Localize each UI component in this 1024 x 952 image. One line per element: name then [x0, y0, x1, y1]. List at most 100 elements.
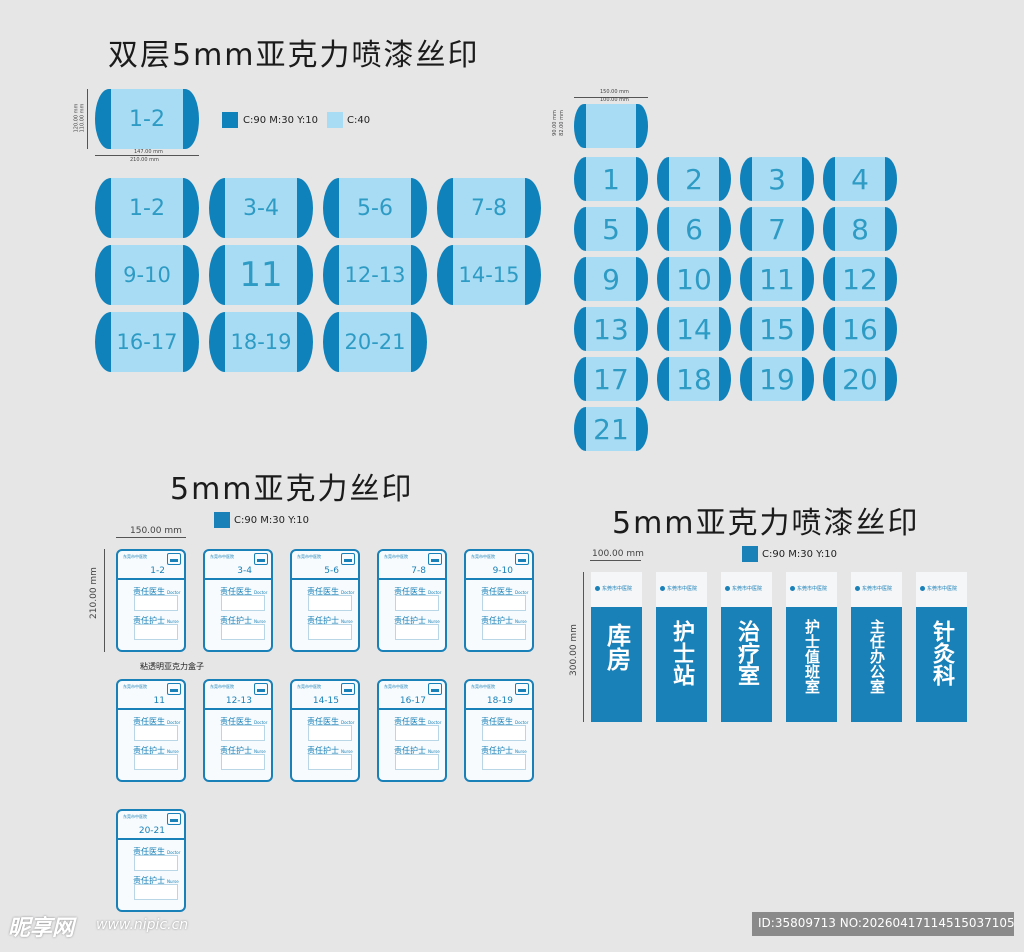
doctor-label: 责任医生 [481, 587, 513, 596]
sign-label: 16 [835, 307, 885, 351]
nurse-name-field [221, 624, 265, 640]
doctor-name-field [395, 595, 439, 611]
swatch-dark-blue [222, 112, 238, 128]
department-sign-1: 东莞市中医院库房 [591, 572, 642, 722]
nurse-label-en: Nurse [254, 749, 266, 754]
bed-number: 3-4 [237, 566, 252, 576]
number-sign-5: 5 [574, 207, 648, 251]
doctor-name-field [134, 855, 178, 871]
nurse-label-en: Nurse [515, 619, 527, 624]
nurse-name-field [134, 884, 178, 900]
number-sign-20: 20 [823, 357, 897, 401]
number-sign-4: 4 [823, 157, 897, 201]
dimension-small-inner-width: 100.00 mm [600, 97, 629, 103]
divider [379, 708, 445, 710]
doctor-label: 责任医生 [394, 717, 426, 726]
sign-label: 20-21 [339, 312, 411, 372]
doctor-name-field [221, 725, 265, 741]
number-sign-17: 17 [574, 357, 648, 401]
department-name: 主任办公室 [868, 619, 886, 694]
bed-icon [167, 553, 181, 565]
bed-number: 5-6 [324, 566, 339, 576]
sign-label: 12-13 [339, 245, 411, 305]
doctor-label-en: Doctor [515, 590, 529, 595]
room-sign-20-21: 20-21 [323, 312, 427, 372]
nurse-label: 责任护士 [307, 616, 339, 625]
nurse-label-en: Nurse [167, 879, 179, 884]
watermark-id-bar [752, 912, 1014, 936]
doctor-label: 责任医生 [220, 717, 252, 726]
doctor-label-en: Doctor [428, 590, 442, 595]
nurse-name-field [134, 754, 178, 770]
sign-label: 7-8 [453, 178, 525, 238]
nurse-name-field [221, 754, 265, 770]
hospital-logo: 东莞市中医院 [920, 585, 957, 592]
doctor-label-en: Doctor [254, 590, 268, 595]
doctor-name-field [221, 595, 265, 611]
doctor-label: 责任医生 [133, 717, 165, 726]
room-sign-1-2: 1-2 [95, 178, 199, 238]
department-name: 护士值班室 [803, 619, 821, 694]
vsign-height-dimension: 300.00 mm [568, 624, 579, 676]
nurse-label-en: Nurse [428, 749, 440, 754]
divider [118, 838, 184, 840]
dimension-line [104, 549, 105, 652]
dimension-small-total-width: 150.00 mm [600, 89, 629, 95]
swatch-light-blue [327, 112, 343, 128]
bed-icon [254, 553, 268, 565]
doctor-name-field [482, 725, 526, 741]
room-sign-9-10: 9-10 [95, 245, 199, 305]
room-sign-14-15: 14-15 [437, 245, 541, 305]
department-name: 库房 [602, 623, 631, 671]
hospital-name: 东莞市中医院 [384, 684, 408, 689]
department-name: 治疗室 [734, 620, 759, 686]
sign-label: 3 [752, 157, 802, 201]
hospital-name: 东莞市中医院 [297, 684, 321, 689]
hospital-name: 东莞市中医院 [123, 814, 147, 819]
nurse-label: 责任护士 [394, 746, 426, 755]
doctor-label: 责任医生 [481, 717, 513, 726]
hospital-name: 东莞市中医院 [297, 554, 321, 559]
doctor-label-en: Doctor [254, 720, 268, 725]
doctor-name-field [134, 595, 178, 611]
swatch-vsign-blue [742, 546, 758, 562]
dimension-line [590, 560, 641, 561]
hospital-logo: 东莞市中医院 [660, 585, 697, 592]
doctor-label: 责任医生 [133, 847, 165, 856]
sign-label: 7 [752, 207, 802, 251]
nurse-name-field [308, 624, 352, 640]
department-name: 护士站 [669, 620, 694, 686]
number-sign-11: 11 [740, 257, 814, 301]
sign-front-blank [586, 104, 636, 148]
dimension-inner-width: 147.00 mm [134, 149, 163, 155]
doctor-label-en: Doctor [341, 590, 355, 595]
divider [118, 578, 184, 580]
number-sign-10: 10 [657, 257, 731, 301]
sign-label: 6 [669, 207, 719, 251]
vsign-width-dimension: 100.00 mm [592, 549, 644, 559]
nurse-label: 责任护士 [133, 876, 165, 885]
sample-double-sign: 1-2 [95, 89, 199, 149]
bed-number: 11 [153, 696, 165, 706]
bed-icon [167, 683, 181, 695]
doctor-label-en: Doctor [341, 720, 355, 725]
department-sign-5: 东莞市中医院主任办公室 [851, 572, 902, 722]
sign-front-label: 1-2 [111, 89, 183, 149]
sign-label: 8 [835, 207, 885, 251]
